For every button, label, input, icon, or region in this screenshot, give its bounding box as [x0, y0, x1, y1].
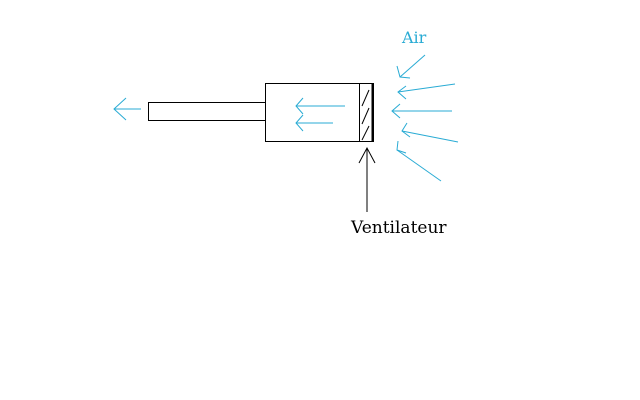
arrow-left-icon — [396, 54, 426, 79]
tube-rod — [148, 102, 266, 121]
arrow-left-icon — [113, 97, 141, 121]
arrow-left-icon — [401, 122, 459, 143]
arrow-left-icon — [295, 97, 345, 115]
air-label: Air — [402, 28, 427, 47]
airflow-arrows — [113, 54, 459, 182]
tube-cylinder — [265, 83, 374, 142]
arrow-left-icon — [295, 114, 333, 132]
arrow-left-icon — [397, 83, 456, 100]
fan-pointer-arrow — [358, 146, 376, 212]
arrow-left-icon — [396, 140, 442, 182]
fan-blades-icon — [361, 89, 370, 141]
tube-assembly — [148, 83, 374, 142]
arrow-left-icon — [391, 103, 452, 119]
fan-label: Ventilateur — [351, 218, 447, 238]
